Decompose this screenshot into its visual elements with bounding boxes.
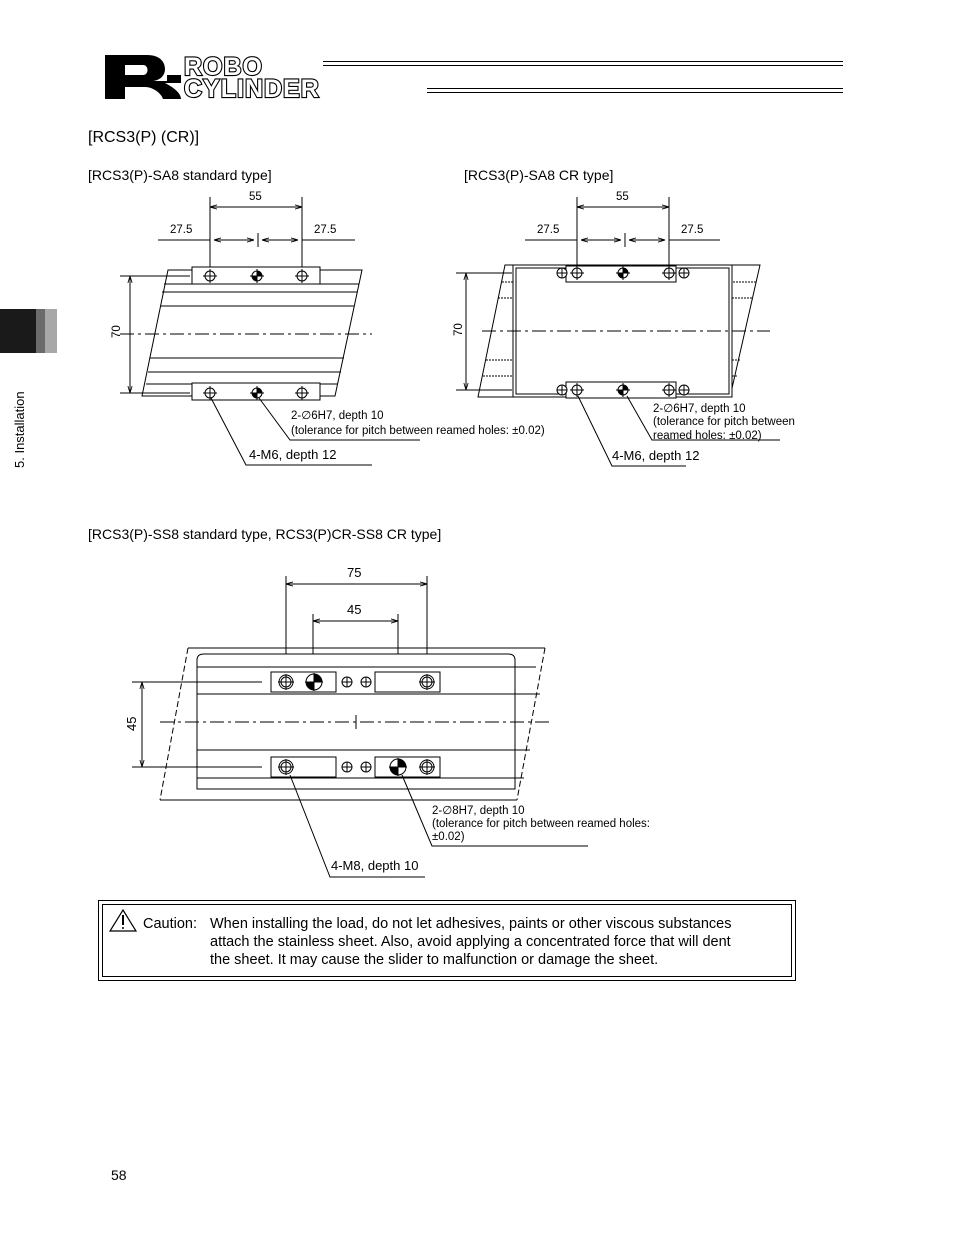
caution-box [98, 900, 796, 981]
caution-line-2: attach the stainless sheet. Also, avoid … [210, 934, 731, 950]
sa8-cr-dim-height: 70 [453, 323, 465, 336]
ss8-drawing [132, 576, 588, 878]
fig-ss8-title: [RCS3(P)-SS8 standard type, RCS3(P)CR-SS… [88, 526, 442, 542]
caution-line-1: When installing the load, do not let adh… [210, 916, 732, 932]
caution-label: Caution: [143, 916, 198, 932]
ss8-dim-outer: 75 [347, 565, 362, 580]
header-rule-top-2 [323, 65, 843, 66]
ss8-dim-height: 45 [124, 716, 139, 731]
caution-box-inner [102, 904, 792, 977]
sa8-cr-note-reamed-3: reamed holes: ±0.02) [653, 430, 762, 442]
sa8-std-dim-height: 70 [111, 325, 123, 338]
sa8-cr-drawing [456, 197, 780, 467]
fig-sa8-cr-title: [RCS3(P)-SA8 CR type] [464, 167, 614, 183]
sa8-cr-dim-right: 27.5 [681, 224, 704, 236]
ss8-note-reamed-2: (tolerance for pitch between reamed hole… [432, 818, 650, 830]
sa8-std-note-reamed-1: 2-∅6H7, depth 10 [291, 410, 384, 422]
ss8-note-reamed-3: ±0.02) [432, 831, 465, 843]
warning-icon [108, 908, 138, 932]
ss8-note-reamed-1: 2-∅8H7, depth 10 [432, 805, 525, 817]
chapter-tab-dark [0, 309, 36, 353]
ss8-dim-inner: 45 [347, 602, 362, 617]
header-rule-bottom-2 [427, 92, 843, 93]
sa8-cr-note-tap: 4-M6, depth 12 [612, 448, 700, 463]
fig-sa8-std-title: [RCS3(P)-SA8 standard type] [88, 167, 272, 183]
sa8-std-dim-right: 27.5 [314, 224, 337, 236]
sa8-cr-note-reamed-1: 2-∅6H7, depth 10 [653, 403, 746, 415]
logo-cylinder-text: CYLINDER [183, 75, 320, 103]
sa8-std-dim-left: 27.5 [170, 224, 193, 236]
sa8-std-dim-top: 55 [249, 191, 262, 203]
ss8-note-tap: 4-M8, depth 10 [331, 858, 419, 873]
sa8-std-note-reamed-2: (tolerance for pitch between reamed hole… [291, 425, 545, 437]
logo-robo-text: ROBO [183, 53, 263, 81]
sa8-cr-dim-top: 55 [616, 191, 629, 203]
header-rule-top-1 [323, 61, 843, 62]
page-number: 58 [111, 1167, 127, 1183]
robo-cylinder-logo-icon [105, 55, 181, 99]
caution-line-3: the sheet. It may cause the slider to ma… [210, 952, 659, 968]
chapter-tab-light [45, 309, 57, 353]
section-title: [RCS3(P) (CR)] [88, 129, 200, 146]
sa8-cr-dim-left: 27.5 [537, 224, 560, 236]
sa8-cr-note-reamed-2: (tolerance for pitch between [653, 416, 795, 428]
header-rule-bottom-1 [427, 88, 843, 89]
sa8-std-note-tap: 4-M6, depth 12 [249, 447, 337, 462]
chapter-tab-mid [36, 309, 45, 353]
sa8-std-drawing [120, 197, 420, 466]
